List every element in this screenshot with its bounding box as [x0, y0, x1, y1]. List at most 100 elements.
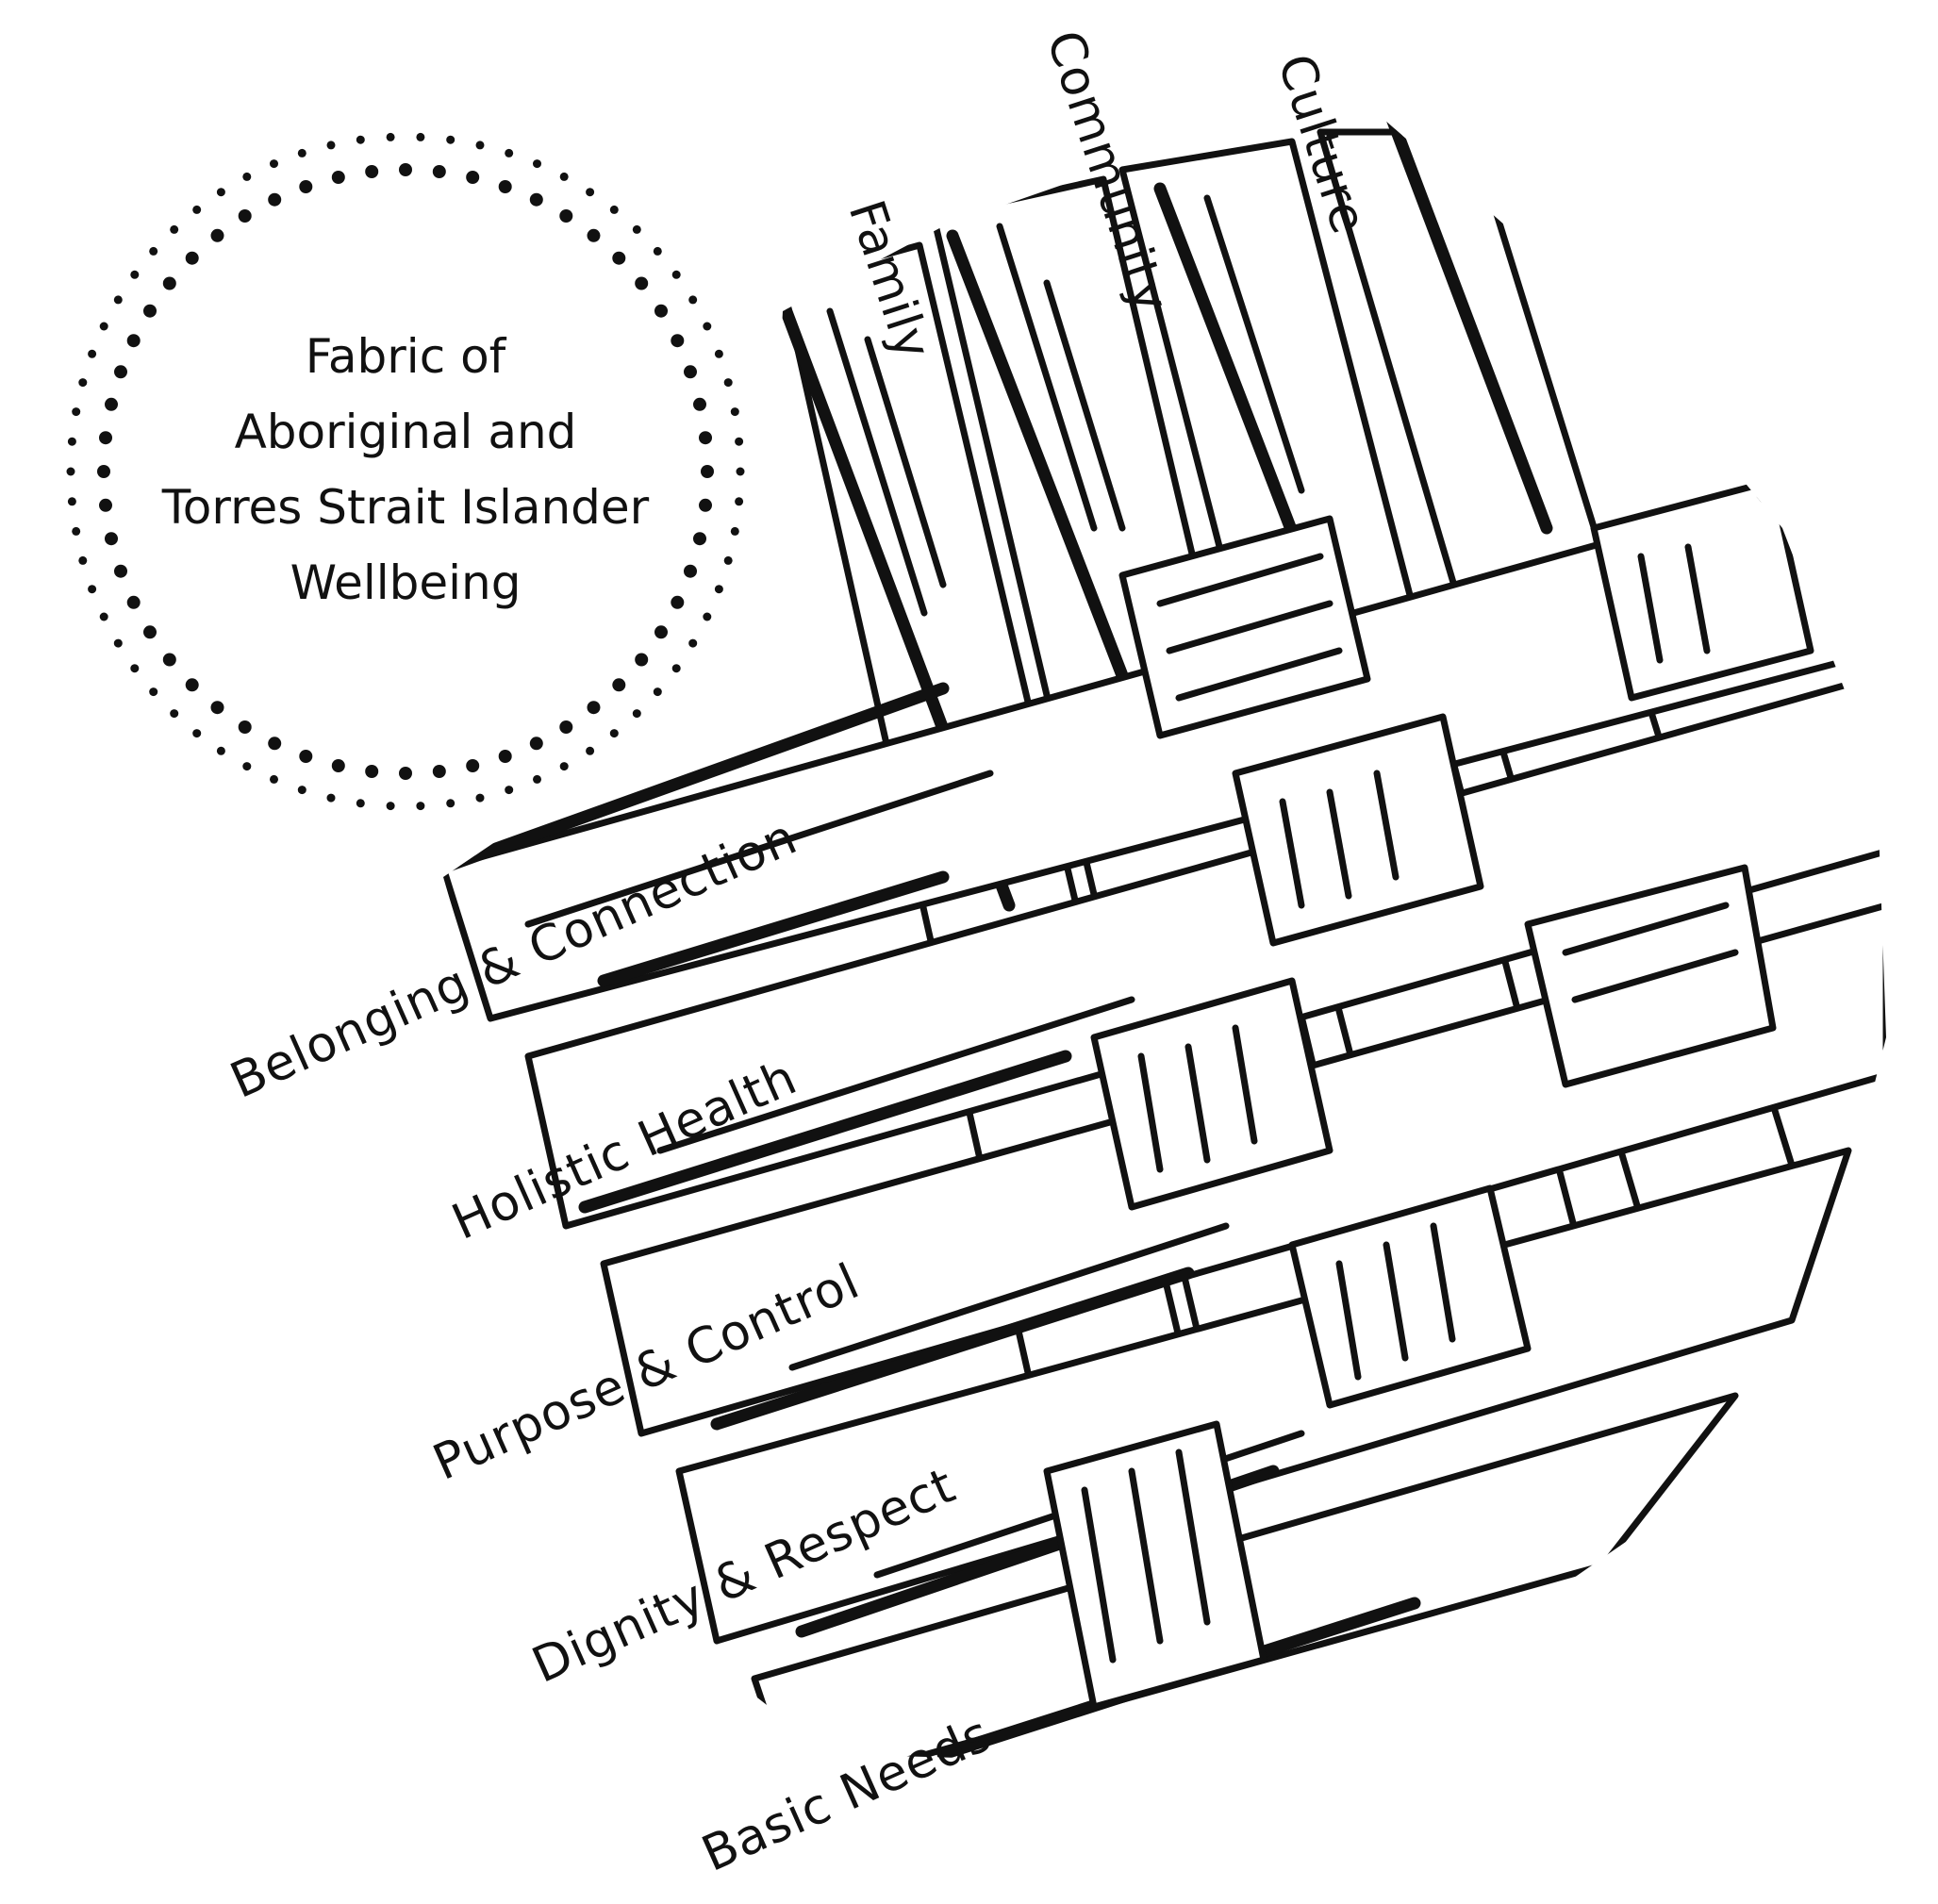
- dot: [126, 595, 141, 609]
- title-line-2: Aboriginal and: [235, 405, 577, 459]
- dot: [78, 555, 88, 565]
- dot: [216, 746, 225, 755]
- title-line-3: Torres Strait Islander: [161, 480, 650, 535]
- dot: [78, 378, 88, 388]
- dot: [653, 246, 662, 256]
- dot: [703, 612, 712, 621]
- dot: [386, 802, 395, 811]
- dot: [365, 165, 379, 178]
- dot: [238, 720, 252, 734]
- dot: [587, 701, 601, 715]
- dot: [149, 246, 158, 256]
- title-line-1: Fabric of: [306, 329, 507, 384]
- dot: [268, 192, 282, 207]
- dot: [143, 304, 157, 318]
- dot: [609, 729, 619, 738]
- dot: [192, 729, 202, 738]
- dot-ring-outer: [66, 132, 745, 811]
- dot: [466, 759, 480, 772]
- dot: [654, 304, 668, 318]
- dot: [299, 180, 313, 193]
- dot: [671, 270, 681, 279]
- dot: [730, 407, 739, 417]
- dot: [446, 135, 456, 144]
- dot: [699, 498, 712, 512]
- dot: [505, 148, 514, 157]
- dot: [693, 532, 706, 546]
- dot: [559, 172, 569, 181]
- dot: [72, 407, 81, 417]
- dot: [270, 774, 278, 784]
- dot: [365, 765, 379, 778]
- dot: [701, 465, 714, 478]
- dot: [242, 172, 252, 181]
- dot: [114, 564, 127, 578]
- dot: [105, 397, 118, 411]
- dot: [185, 678, 199, 692]
- dot: [299, 750, 313, 763]
- dot: [162, 653, 176, 667]
- dot: [612, 678, 626, 692]
- dot: [723, 555, 733, 565]
- dot: [331, 171, 345, 184]
- dot: [72, 526, 81, 536]
- dot: [326, 141, 336, 150]
- dot: [498, 750, 512, 763]
- dot: [466, 171, 480, 184]
- dot: [475, 141, 485, 150]
- dot: [688, 638, 698, 648]
- dot: [216, 188, 225, 197]
- dot: [97, 465, 110, 478]
- dot: [529, 192, 543, 207]
- dot: [671, 334, 685, 348]
- dot: [735, 437, 744, 446]
- dot: [130, 664, 140, 673]
- dot: [99, 498, 112, 512]
- dot: [356, 135, 365, 144]
- dot: [105, 532, 118, 546]
- dot: [130, 270, 140, 279]
- dot: [632, 224, 641, 234]
- dot: [162, 276, 176, 290]
- dot: [533, 774, 541, 784]
- dot: [356, 799, 365, 808]
- dot: [505, 786, 514, 795]
- weave-crossings: [1043, 477, 1814, 1711]
- dot: [703, 322, 712, 331]
- dot: [67, 437, 76, 446]
- dot: [587, 228, 601, 242]
- dot: [238, 209, 252, 223]
- dot: [475, 793, 485, 803]
- dot-ring-inner: [97, 163, 714, 780]
- dot: [684, 564, 697, 578]
- dot: [586, 188, 595, 197]
- dot: [653, 687, 662, 697]
- dot: [684, 365, 697, 379]
- dot: [612, 251, 626, 265]
- dot: [559, 209, 573, 223]
- dot: [99, 431, 112, 445]
- dot: [268, 737, 282, 751]
- dot: [170, 224, 179, 234]
- dot: [730, 526, 739, 536]
- dot: [210, 701, 224, 715]
- dot: [736, 467, 745, 476]
- dot: [533, 159, 541, 169]
- dot: [416, 802, 425, 811]
- dot: [432, 165, 446, 178]
- dot: [113, 638, 123, 648]
- dot: [609, 205, 619, 214]
- dot: [114, 365, 127, 379]
- dot: [143, 625, 157, 639]
- dot: [399, 163, 412, 176]
- dot: [559, 720, 573, 734]
- dot: [242, 762, 252, 771]
- dot: [671, 595, 685, 609]
- dot: [688, 295, 698, 305]
- dot: [723, 378, 733, 388]
- dot: [113, 295, 123, 305]
- dot: [270, 159, 278, 169]
- dot: [529, 737, 543, 751]
- dot: [210, 228, 224, 242]
